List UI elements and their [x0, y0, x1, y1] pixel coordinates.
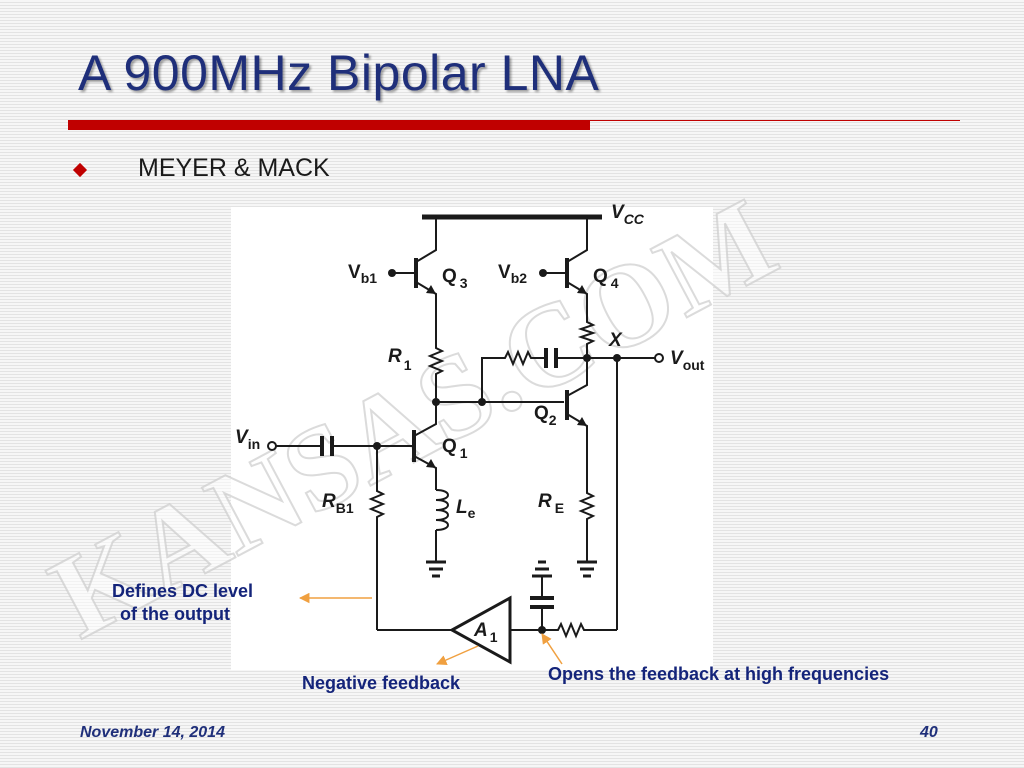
opens-feedback-annotation: Opens the feedback at high frequencies [548, 664, 890, 684]
dc-level-annotation: Defines DC level of the output [112, 580, 253, 626]
q1-emitter-arrow-icon [426, 459, 436, 468]
q4-emitter-arrow-icon [577, 285, 587, 294]
vin-terminal-icon [267, 441, 277, 451]
amplifier-a1-symbol [448, 595, 512, 665]
junction-dots [373, 269, 621, 634]
slide-title: A 900MHz Bipolar LNA [78, 45, 600, 101]
vin-label: Vin [235, 427, 260, 452]
vb1-terminal-dot [388, 269, 396, 277]
page-number: 40 [920, 724, 938, 741]
bullet-text: MEYER & MACK [138, 154, 330, 182]
dc-level-line-1: Defines DC level [112, 581, 254, 601]
annotation-arrows [298, 592, 563, 666]
title-rule-red [68, 120, 590, 130]
negative-feedback-arrow-icon [436, 645, 479, 666]
q3-emitter-arrow-icon [426, 285, 436, 294]
junction-dot [432, 398, 440, 406]
ground-icon [577, 560, 597, 578]
vcc-label: VCC [611, 202, 645, 227]
vb2-label: Vb2 [498, 262, 527, 286]
title-rule-thin [590, 120, 960, 121]
opens-feedback-arrow-icon [541, 633, 563, 665]
q2-label: Q2 [534, 403, 557, 428]
junction-dot [583, 354, 591, 362]
negative-feedback-annotation: Negative feedback [302, 673, 461, 693]
vb2-terminal-dot [539, 269, 547, 277]
rb1-label: RB1 [322, 491, 354, 516]
open-terminals [267, 353, 664, 451]
junction-dot [538, 626, 546, 634]
le-label: Le [456, 497, 476, 521]
ground-symbols [426, 560, 597, 578]
ground-icon [426, 560, 446, 578]
emitter-arrows [426, 285, 587, 468]
dc-level-line-2: of the output [120, 604, 230, 624]
vb1-label: Vb1 [348, 262, 377, 286]
ground-icon [532, 560, 552, 578]
junction-dot [373, 442, 381, 450]
node-x-label: X [608, 330, 623, 351]
circuit-background [231, 207, 713, 670]
capacitors [320, 348, 558, 609]
vout-terminal-icon [654, 353, 664, 363]
junction-dot [613, 354, 621, 362]
q2-emitter-arrow-icon [577, 417, 587, 426]
footer-date: November 14, 2014 [80, 724, 225, 741]
junction-dot [478, 398, 486, 406]
vout-label: Vout [670, 348, 705, 373]
